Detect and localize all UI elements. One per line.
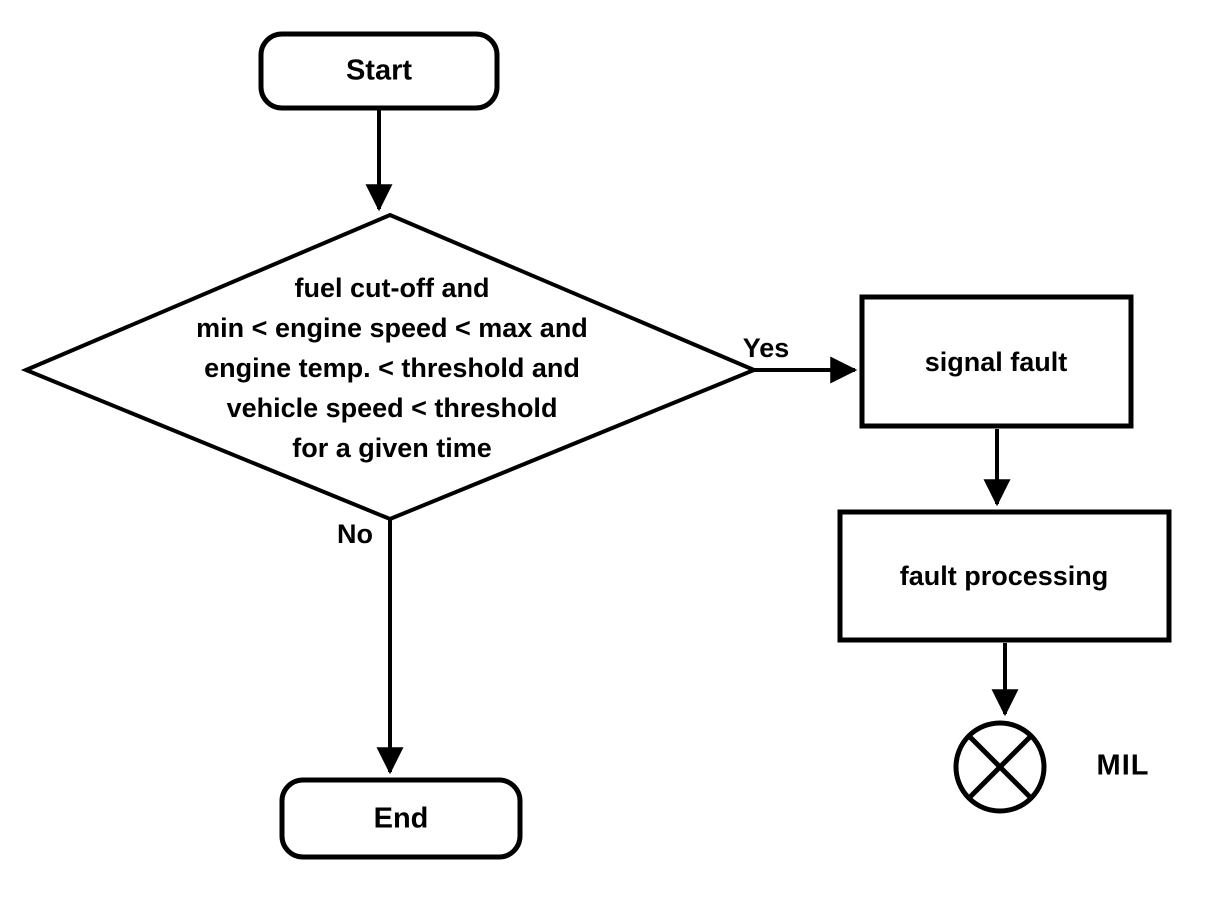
- decision-node-label: fuel cut-off and min < engine speed < ma…: [196, 273, 588, 463]
- signal-fault-node-shape: [859, 294, 1134, 429]
- end-node-shape: [279, 777, 523, 860]
- edge-label-no: No: [337, 518, 373, 549]
- mil-lamp-icon: [953, 720, 1047, 814]
- start-node-shape: [258, 31, 500, 111]
- end-node-label: End: [373, 802, 429, 835]
- edge-label-yes: Yes: [742, 332, 790, 363]
- start-node-label: Start: [345, 54, 413, 87]
- signal-fault-node-label: signal fault: [924, 346, 1068, 377]
- fault-processing-node-label: fault processing: [899, 560, 1109, 591]
- fault-processing-node-shape: [837, 509, 1172, 643]
- mil-label: MIL: [1096, 749, 1150, 782]
